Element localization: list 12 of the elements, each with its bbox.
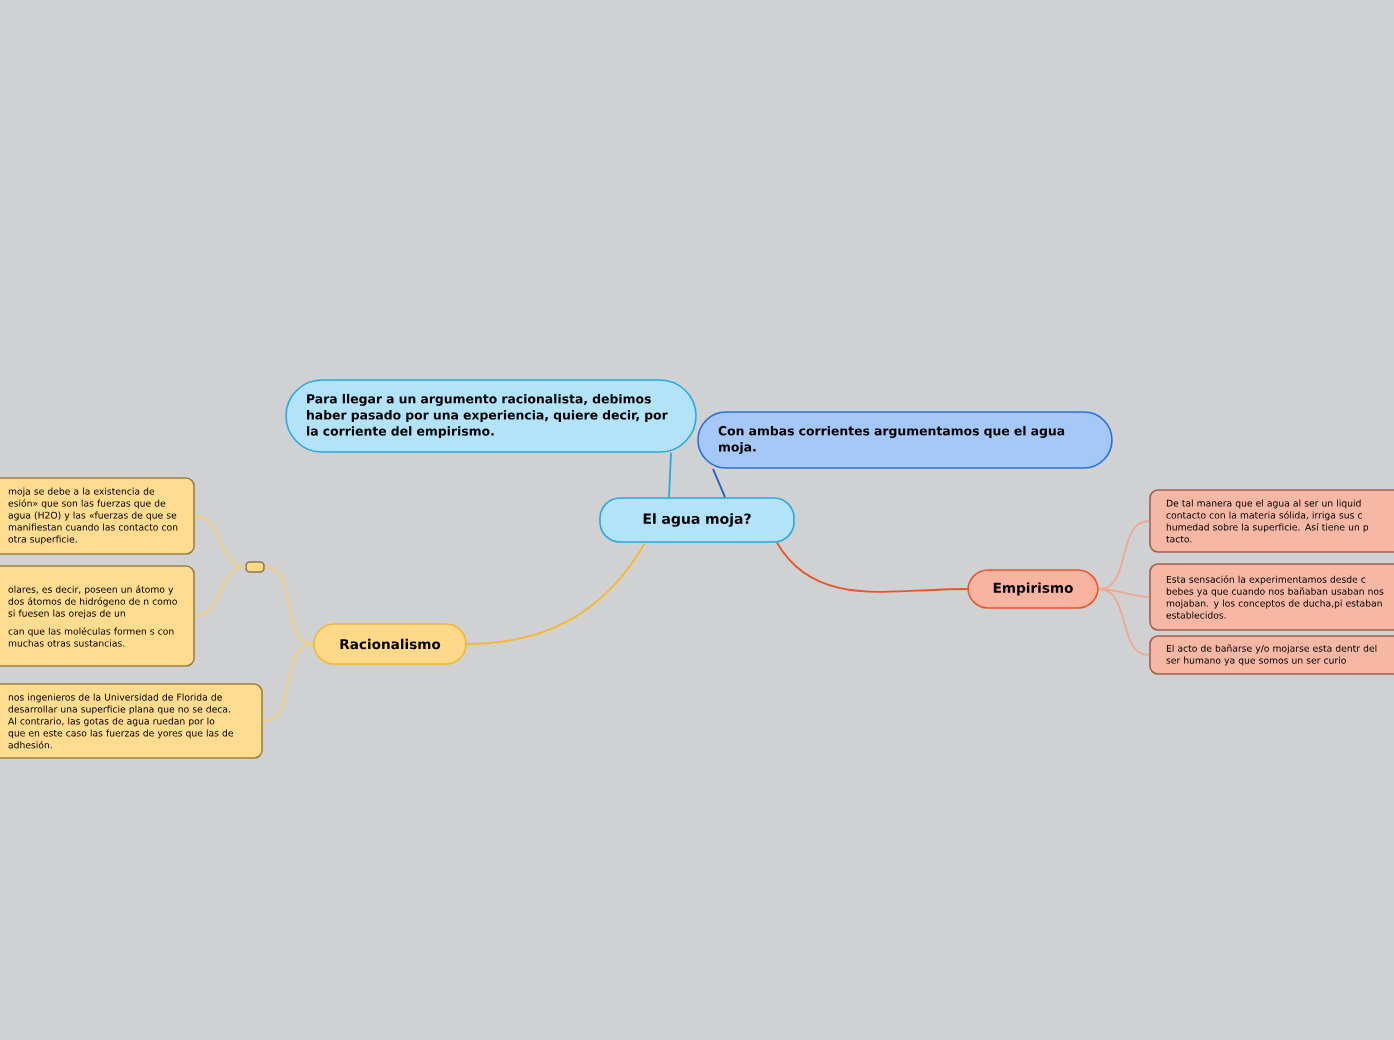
connector-line	[668, 451, 672, 499]
connector-line	[712, 467, 726, 499]
connector-line	[1097, 588, 1151, 598]
connector-line	[263, 566, 315, 645]
connector-line	[193, 515, 247, 568]
collapse-box	[245, 561, 265, 573]
connector-line	[261, 643, 315, 722]
connector-line	[1097, 520, 1151, 590]
connector-line	[193, 566, 247, 617]
connector-line	[1097, 588, 1151, 656]
connector-line	[776, 541, 969, 593]
connector-line	[465, 541, 646, 645]
